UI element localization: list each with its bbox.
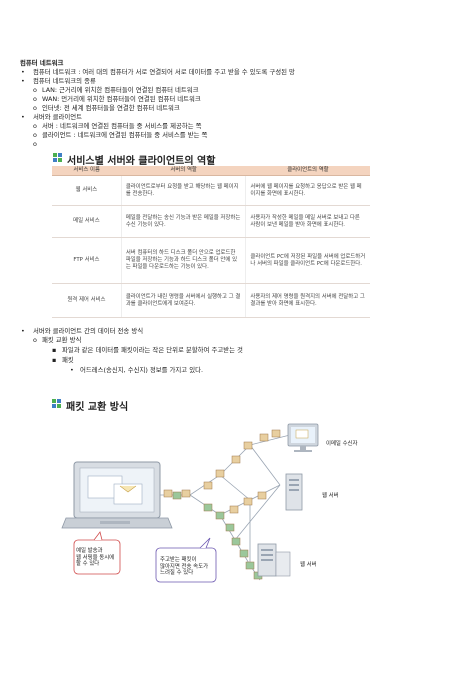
laptop-icon — [61, 461, 173, 529]
table-row: FTP 서비스 서버 컴퓨터의 하드 디스크 폴더 안으로 업로드한 파일을 저… — [52, 237, 370, 284]
table-cell: 서버 컴퓨터의 하드 디스크 폴더 안으로 업로드한 파일을 저장하는 기능과 … — [120, 237, 246, 284]
note-mid: 주고받는 패킷이 많아지면 전송 속도가 느려질 수 있다 — [160, 557, 209, 576]
table-cell: 클라이언트가 내린 명령을 서버에서 실행하고 그 결과를 클라이언트에게 보여… — [120, 283, 246, 318]
bullet-square: ▪ — [52, 356, 57, 364]
callout-bubbles — [73, 531, 217, 583]
section-mark-icon — [53, 153, 63, 163]
table-cell: 사용자가 작성한 메일을 메일 서버로 보내고 다른 사람이 보낸 메일을 받아… — [245, 205, 370, 238]
table-header: 클라이언트의 역할 — [245, 166, 370, 176]
note-left: 예일 발송과 웹 서핑을 동시에 할 수 있다 — [76, 548, 115, 567]
table-cell: 클라이언트 PC에 저장된 파일을 서버에 업로드하거나 서버의 파일을 클라이… — [245, 237, 370, 284]
web-server-label: 웹 서버 — [322, 493, 339, 499]
text-line: 어드레스(송신지, 수신지) 정보를 가지고 있다. — [80, 366, 204, 374]
bullet-dot: • — [21, 68, 25, 76]
text-line: 클라이언트 : 네트워크에 연결된 컴퓨터들 중 서비스를 받는 쪽 — [42, 131, 208, 139]
table-cell: 웹 서비스 — [52, 175, 122, 206]
text-line: 컴퓨터 네트워크의 종류 — [33, 77, 96, 85]
table-row: 원격 제어 서비스 클라이언트가 내린 명령을 서버에서 실행하고 그 결과를 … — [52, 283, 370, 318]
text-line: 컴퓨터 네트워크 : 여러 대의 컴퓨터가 서로 연결되어 서로 데이터를 주고… — [33, 68, 295, 76]
text-line: 패킷 교환 방식 — [42, 336, 82, 344]
table-row: 메일 서비스 메일을 전달하는 송신 기능과 받은 메일을 저장하는 수신 기능… — [52, 205, 370, 238]
table-cell: 메일을 전달하는 송신 기능과 받은 메일을 저장하는 수신 기능이 있다. — [120, 205, 246, 238]
text-line: LAN: 근거리에 위치한 컴퓨터들이 연결된 컴퓨터 네트워크 — [42, 86, 199, 94]
web-server-label: 웹 서버 — [300, 562, 317, 568]
bullet-circle: o — [33, 122, 37, 130]
service-table: 서비스 이름 서버의 역할 클라이언트의 역할 웹 서비스 클라이언트로부터 요… — [52, 166, 370, 318]
table-cell: 클라이언트로부터 요청을 받고 해당하는 웹 페이지를 전송한다. — [120, 175, 246, 206]
text-line: 서버와 클라이언트 간의 데이터 전송 방식 — [33, 327, 144, 335]
table-header: 서비스 이름 — [52, 166, 122, 176]
mail-receiver-label: 이메일 수신자 — [326, 441, 358, 447]
text-line: 파일과 같은 데이터를 패킷이라는 작은 단위로 분할하여 주고받는 것 — [62, 346, 243, 354]
bullet-dot: • — [21, 327, 25, 335]
bullet-circle: o — [33, 86, 37, 94]
table-cell: 원격 제어 서비스 — [52, 283, 122, 318]
bullet-circle: o — [33, 104, 37, 112]
section-heading: 컴퓨터 네트워크 — [20, 59, 64, 67]
bullet-dot: • — [21, 113, 25, 121]
bullet-square: ▪ — [52, 346, 57, 354]
packet-switching-diagram — [61, 423, 319, 583]
table-row: 웹 서비스 클라이언트로부터 요청을 받고 해당하는 웹 페이지를 전송한다. … — [52, 175, 370, 206]
table-cell: 서버에 웹 페이지를 요청하고 응답으로 받은 웹 페이지를 화면에 표시한다. — [245, 175, 370, 206]
bullet-circle: o — [33, 131, 37, 139]
monitor-icon — [287, 423, 319, 452]
table-title: 서비스별 서버와 클라이언트의 역할 — [67, 156, 216, 167]
table-cell: 사용자의 제어 명령을 원격지의 서버에 전달하고 그 결과를 받아 화면에 표… — [245, 283, 370, 318]
bullet-circle: o — [33, 336, 37, 344]
table-header-row: 서비스 이름 서버의 역할 클라이언트의 역할 — [52, 166, 370, 176]
diagram-title: 패킷 교환 방식 — [66, 402, 129, 413]
server-icon — [257, 543, 291, 577]
bullet-dot: • — [21, 77, 25, 85]
text-line: 서버와 클라이언트 — [33, 113, 83, 121]
text-line: 인터넷: 전 세계 컴퓨터들을 연결한 컴퓨터 네트워크 — [42, 104, 180, 112]
text-line: 패킷 — [62, 356, 74, 364]
bullet-circle: o — [33, 95, 37, 103]
section-mark-icon — [52, 399, 62, 409]
server-icon — [285, 473, 303, 511]
bullet-dot: • — [70, 366, 74, 374]
table-cell: FTP 서비스 — [52, 237, 122, 284]
bullet-circle: o — [33, 140, 37, 148]
text-line: 서버 : 네트워크에 연결된 컴퓨터들 중 서비스를 제공하는 쪽 — [42, 122, 202, 130]
table-header: 서버의 역할 — [121, 166, 246, 176]
text-line: WAN: 먼거리에 위치한 컴퓨터들이 연결된 컴퓨터 네트워크 — [42, 95, 201, 103]
table-cell: 메일 서비스 — [52, 205, 122, 238]
